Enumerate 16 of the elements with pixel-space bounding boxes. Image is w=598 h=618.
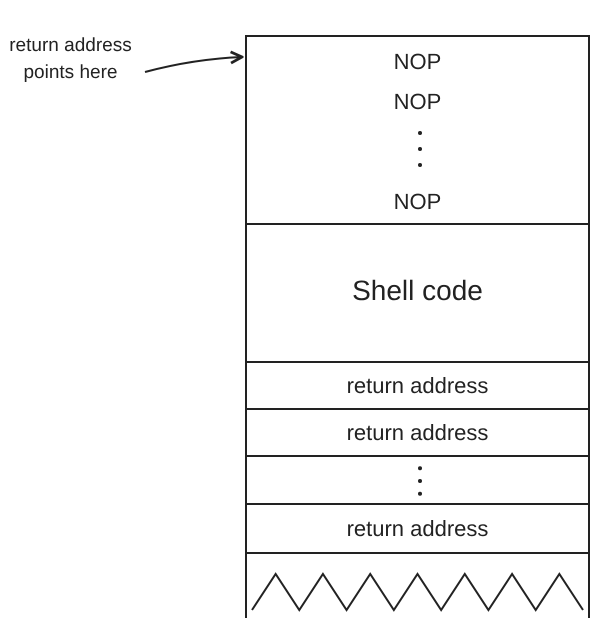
region-label: return address [346, 373, 490, 399]
region-label: Shell code [351, 275, 484, 307]
region-label: return address [346, 516, 490, 542]
arrow [144, 50, 244, 73]
memory-region [245, 552, 590, 618]
region-label: NOP [392, 189, 442, 215]
region-label: NOP [392, 49, 442, 75]
note-text: return address points here [8, 32, 133, 162]
region-label: NOP [392, 89, 442, 115]
region-label: return address [346, 420, 490, 446]
memory-region [245, 503, 590, 552]
memory-region [245, 361, 590, 408]
memory-region [245, 35, 590, 223]
memory-region [245, 455, 590, 503]
memory-region [245, 223, 590, 361]
memory-region [245, 408, 590, 455]
